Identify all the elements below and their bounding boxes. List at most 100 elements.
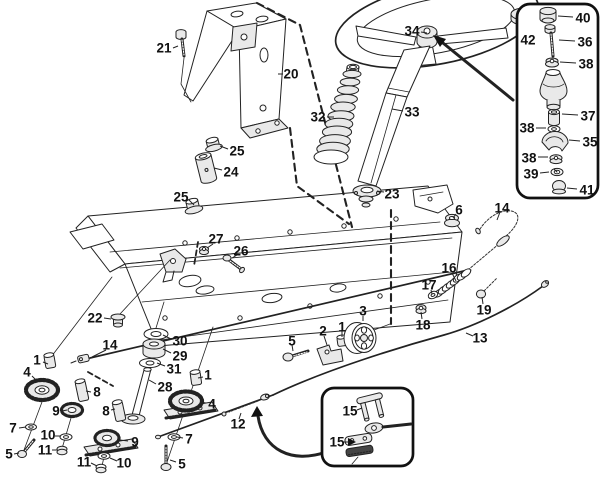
- clamp-inset-box: [320, 386, 415, 468]
- callout-leader-33: [391, 108, 404, 112]
- part-callout-42: 42: [520, 33, 535, 48]
- part-callout-5: 5: [178, 457, 186, 472]
- lower-column-stack: [110, 259, 171, 425]
- u-bolt-15: [356, 392, 385, 422]
- callout-leader-26: [231, 254, 238, 259]
- bolt-19: [475, 277, 498, 299]
- part-callout-9: 9: [52, 404, 60, 419]
- part-callout-39: 39: [523, 167, 538, 182]
- callout-leader-31: [156, 362, 166, 367]
- cap-nut-40: [539, 6, 557, 24]
- return-spring-16: [433, 268, 472, 298]
- part-callout-31: 31: [166, 362, 182, 377]
- part-callout-8: 8: [102, 404, 110, 419]
- gear-9-lower: [93, 428, 121, 448]
- callout-leader-25: [219, 145, 229, 150]
- part-callout-20: 20: [283, 67, 298, 82]
- part-callout-24: 24: [223, 165, 239, 180]
- shaft-flange-bearing-23: [352, 184, 382, 208]
- clamp-half-35: [541, 131, 569, 152]
- part-callout-14: 14: [102, 338, 118, 353]
- part-callout-5: 5: [5, 447, 13, 462]
- callout-leader-36: [558, 39, 576, 42]
- part-callout-1: 1: [33, 353, 41, 368]
- callout-leader-4: [31, 375, 38, 382]
- kingpin-right-group: [83, 326, 219, 474]
- bracket-2: [316, 344, 344, 366]
- sector-gear-4-left: [23, 377, 61, 403]
- sector-gear-4-right: [167, 389, 205, 413]
- adjuster-rod-12: [155, 393, 274, 440]
- part-callout-2: 2: [319, 324, 327, 339]
- callout-leader-40: [557, 15, 574, 18]
- callout-leader-34: [420, 31, 428, 34]
- part-callout-13: 13: [472, 331, 488, 346]
- callout-leader-5: [13, 452, 20, 455]
- part-callout-30: 30: [172, 334, 187, 349]
- part-callout-10: 10: [40, 428, 55, 443]
- nut-11-left: [56, 445, 68, 456]
- part-callout-4: 4: [208, 397, 216, 412]
- part-callout-7: 7: [9, 421, 17, 436]
- part-callout-10: 10: [116, 456, 131, 471]
- part-callout-7: 7: [185, 432, 193, 447]
- callout-leader-5: [291, 344, 294, 352]
- callout-leader-1: [197, 376, 204, 379]
- bushing-37: [548, 108, 560, 127]
- callout-leader-30: [162, 334, 172, 340]
- callout-leader-1: [42, 361, 49, 365]
- callout-leader-15: [356, 407, 363, 411]
- part-callout-9: 9: [131, 435, 139, 450]
- gear-9-left: [59, 401, 85, 419]
- column-bushings: [184, 136, 223, 215]
- part-callout-11: 11: [77, 455, 92, 470]
- part-callout-36: 36: [577, 35, 593, 50]
- bolt-26: [222, 254, 245, 274]
- part-callout-35: 35: [582, 135, 598, 150]
- chassis-frame: [69, 184, 463, 347]
- hardware-inset-box: [515, 2, 600, 200]
- callout-leader-7: [18, 426, 27, 429]
- callout-leader-38: [559, 61, 577, 64]
- part-callout-38: 38: [578, 57, 594, 72]
- part-callout-37: 37: [580, 109, 595, 124]
- flange-nut-6: [444, 213, 460, 228]
- part-callout-32: 32: [310, 110, 325, 125]
- part-callout-16: 16: [441, 261, 457, 276]
- part-callout-18: 18: [415, 318, 431, 333]
- callout-leader-2: [323, 335, 328, 346]
- callout-leader-41: [566, 187, 578, 190]
- part-callout-11: 11: [38, 443, 53, 458]
- bushing-1-right: [189, 369, 203, 386]
- callout-leader-13: [465, 332, 474, 337]
- nut-38a: [545, 57, 559, 68]
- callout-leader-5: [169, 459, 177, 463]
- part-callout-34: 34: [404, 24, 420, 39]
- part-callout-14: 14: [494, 201, 510, 216]
- part-callout-6: 6: [455, 203, 463, 218]
- part-callout-19: 19: [476, 303, 491, 318]
- kingpin-left-group: [17, 276, 113, 458]
- callout-leader-23: [376, 190, 385, 193]
- bushing-8-right: [111, 399, 127, 422]
- idler-pulley-group: [282, 322, 391, 366]
- callout-leader-8: [85, 390, 92, 393]
- part-callout-28: 28: [157, 380, 173, 395]
- part-callout-38: 38: [521, 151, 537, 166]
- pulley-3: [343, 322, 377, 354]
- part-callout-5: 5: [288, 334, 296, 349]
- callout-leader-12: [238, 412, 242, 420]
- callout-leader-29: [162, 348, 172, 354]
- part-callout-29: 29: [172, 349, 187, 364]
- part-callout-15: 15: [342, 404, 358, 419]
- acorn-nut-41: [552, 180, 566, 195]
- bushing-1-left: [43, 352, 57, 369]
- boot-unnumbered: [539, 69, 568, 111]
- part-callout-15: 15: [329, 435, 345, 450]
- callout-leader-19: [481, 296, 484, 305]
- part-callout-27: 27: [208, 232, 223, 247]
- part-callout-25: 25: [229, 144, 245, 159]
